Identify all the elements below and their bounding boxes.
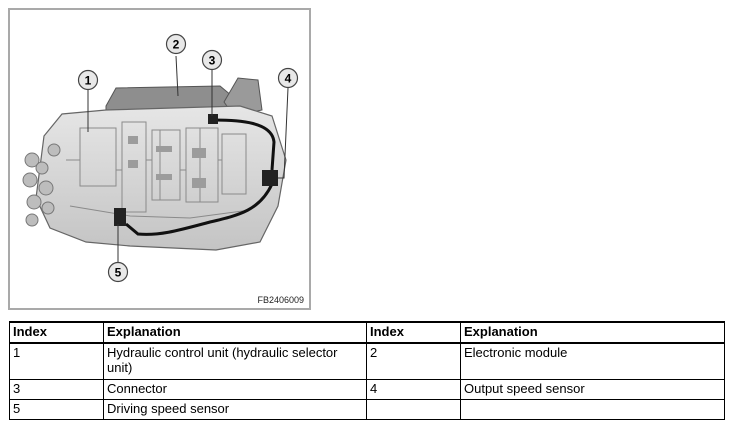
- callout-4-label: 4: [285, 72, 292, 86]
- callout-3-label: 3: [209, 54, 216, 68]
- figure-code: FB2406009: [257, 295, 304, 305]
- header-index-2: Index: [366, 321, 461, 344]
- cell-index: 2: [366, 342, 461, 380]
- cell-explanation: Electronic module: [460, 342, 725, 380]
- connector-part: [208, 114, 218, 124]
- table-header-row: Index Explanation Index Explanation: [9, 321, 725, 344]
- cell-index: 1: [9, 342, 104, 380]
- cell-index: 4: [366, 378, 461, 400]
- cell-index: 5: [9, 398, 104, 420]
- cell-explanation: Driving speed sensor: [103, 398, 367, 420]
- callout-3: 3: [201, 49, 223, 71]
- callout-5: 5: [107, 261, 129, 283]
- legend-table: Index Explanation Index Explanation 1 Hy…: [9, 321, 725, 420]
- hydraulic-unit-illustration: 1 2 3 4 5: [22, 33, 299, 283]
- cell-index: 3: [9, 378, 104, 400]
- header-explanation-2: Explanation: [460, 321, 725, 344]
- table-row: 3 Connector 4 Output speed sensor: [9, 378, 725, 400]
- header-explanation-1: Explanation: [103, 321, 367, 344]
- cell-index: [366, 398, 461, 420]
- callout-1-label: 1: [85, 74, 92, 88]
- callout-2-label: 2: [173, 38, 180, 52]
- callout-5-label: 5: [115, 266, 122, 280]
- cell-explanation: Hydraulic control unit (hydraulic select…: [103, 342, 367, 380]
- header-index-1: Index: [9, 321, 104, 344]
- table-row: 5 Driving speed sensor: [9, 398, 725, 420]
- cell-explanation: [460, 398, 725, 420]
- driving-sensor-part: [114, 208, 126, 226]
- cell-explanation: Connector: [103, 378, 367, 400]
- callout-4: 4: [277, 67, 299, 89]
- output-sensor-part: [262, 170, 278, 186]
- table-row: 1 Hydraulic control unit (hydraulic sele…: [9, 342, 725, 380]
- callout-1: 1: [77, 69, 99, 91]
- figure-frame: 1 2 3 4 5 FB2406009: [8, 8, 311, 310]
- cell-explanation: Output speed sensor: [460, 378, 725, 400]
- callout-2: 2: [165, 33, 187, 55]
